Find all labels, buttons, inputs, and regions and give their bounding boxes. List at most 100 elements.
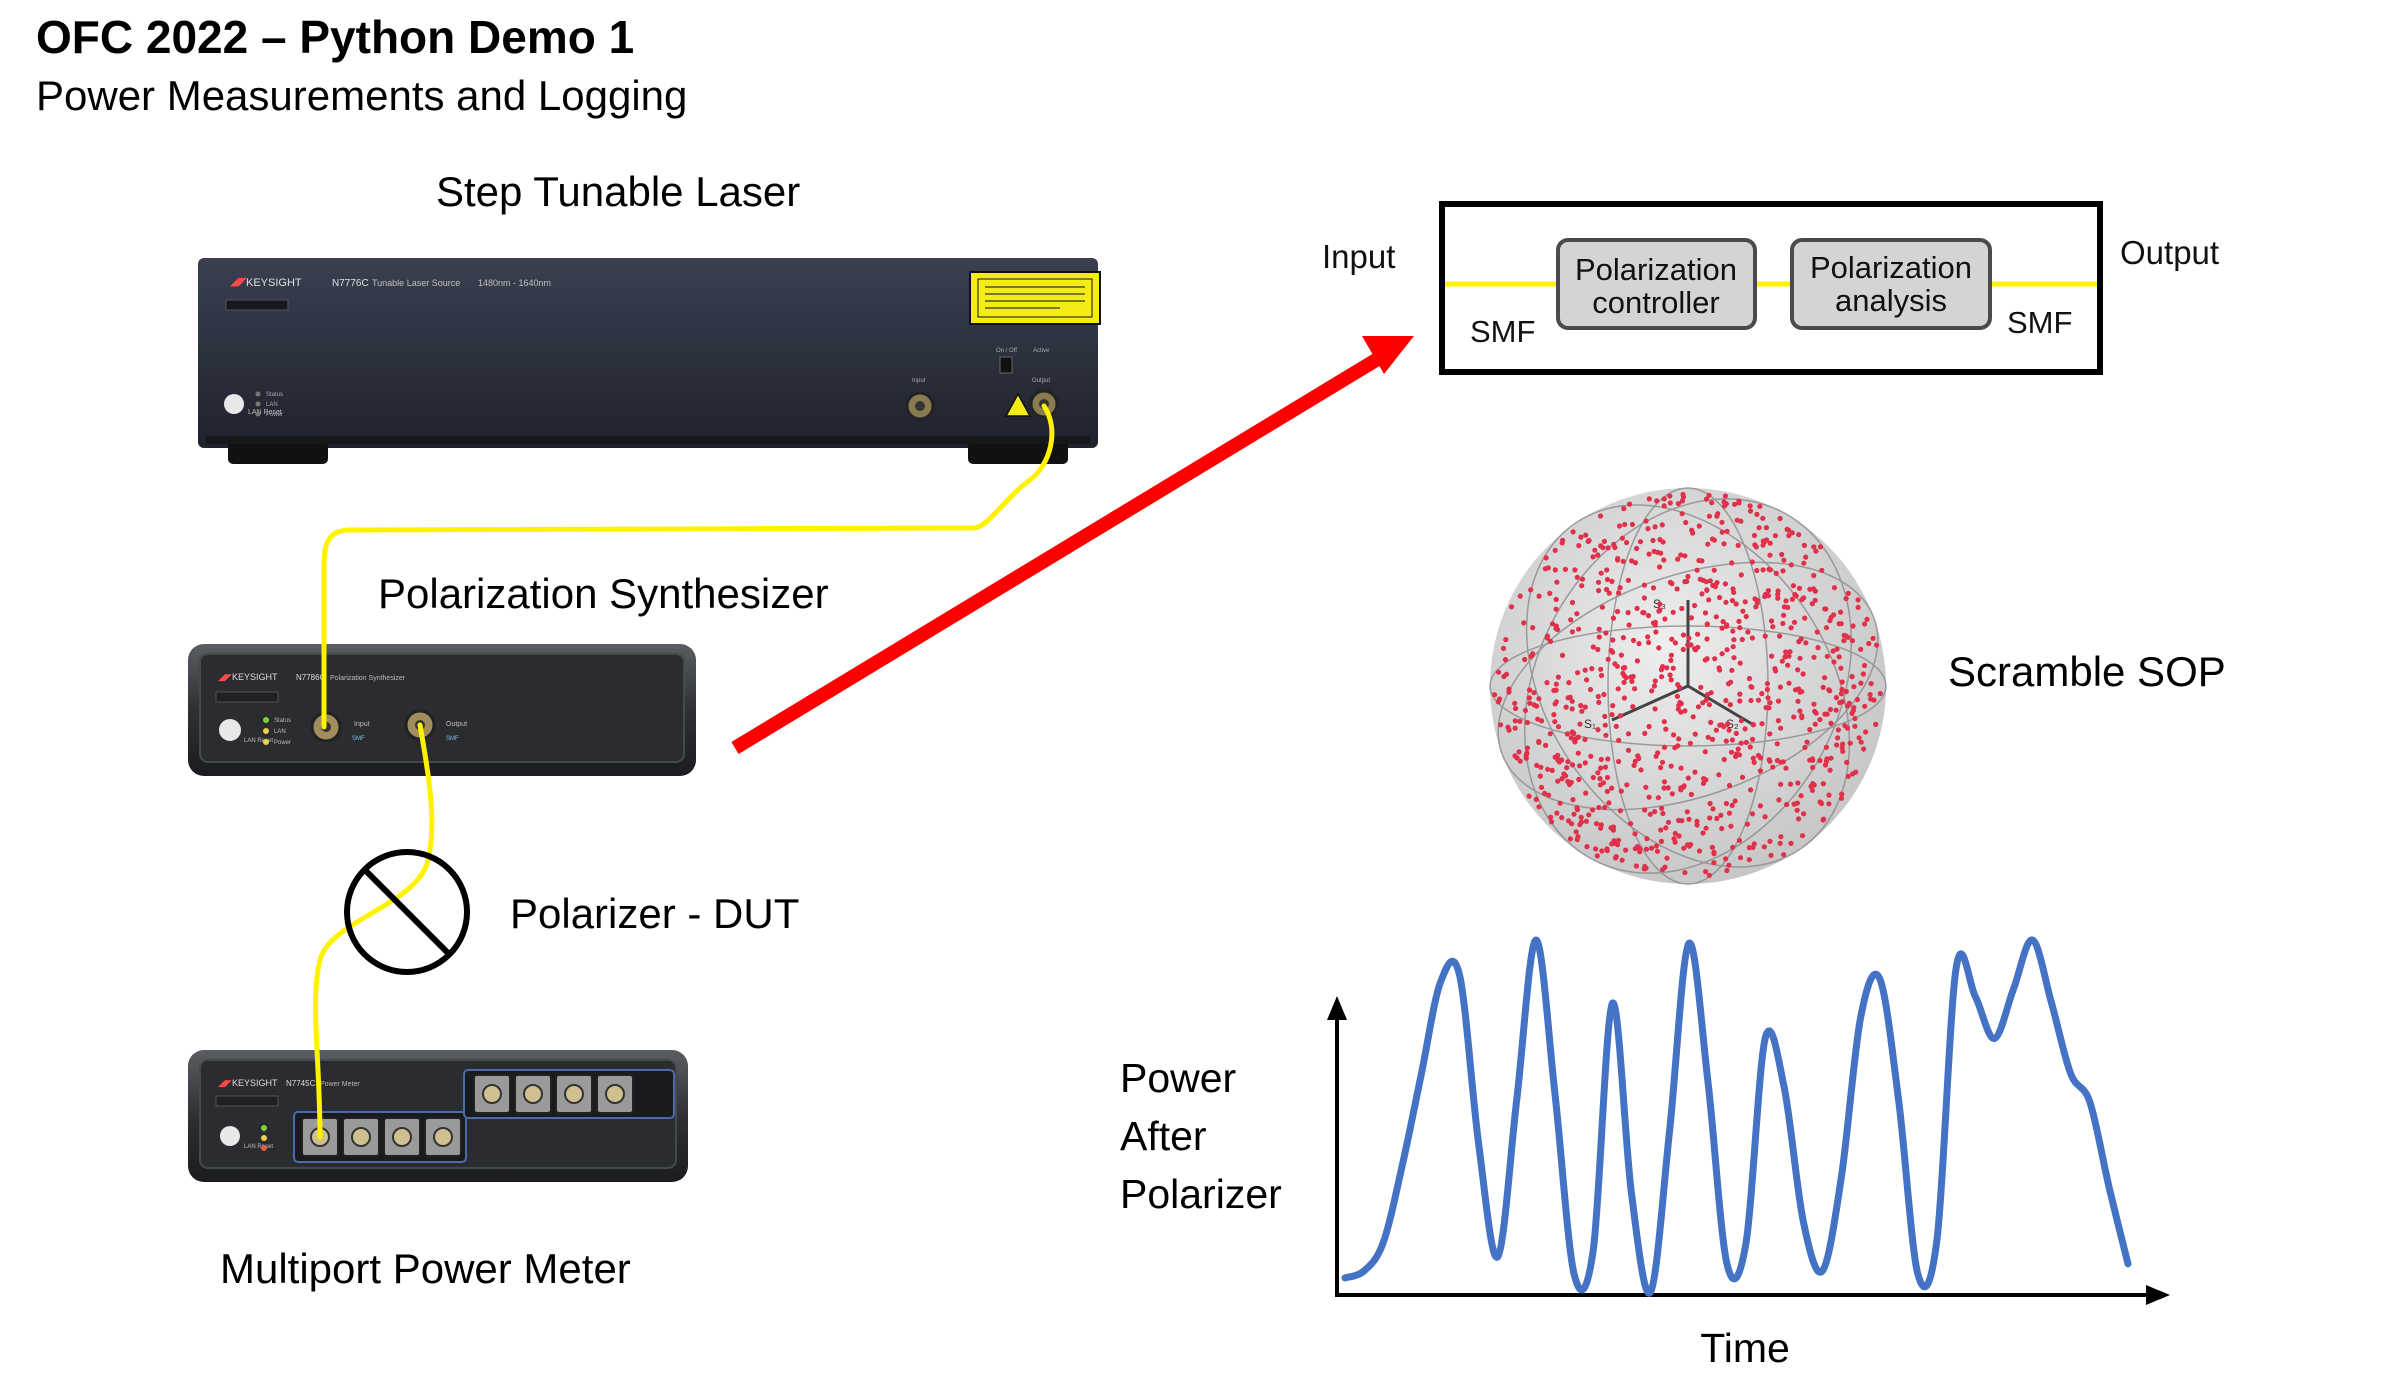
sop-dot [1547,638,1554,645]
sop-dot [1658,838,1665,845]
sop-dot [1877,691,1883,697]
sop-dot [1704,656,1710,662]
sop-dot [1789,596,1795,602]
sop-dot [1847,740,1853,746]
sop-dot [1621,679,1627,686]
sop-dot [1655,795,1661,801]
sop-dot [1620,635,1626,641]
sop-dot [1531,690,1537,696]
sop-dot [1700,700,1706,706]
sop-dot [1648,845,1655,851]
power-point-26 [1841,1175,1843,1177]
sop-dot [1664,665,1670,671]
meter-model: N7745C [286,1079,316,1088]
sop-dot [1746,675,1753,682]
sop-dot [1849,674,1855,680]
schematic-box: Polarization controller Polarization ana… [1439,201,2103,375]
sop-dot [1588,753,1594,759]
sop-dot [1703,697,1709,703]
sop-dot [1575,750,1581,756]
sop-dot [1775,698,1782,704]
sop-dot [1661,557,1667,563]
sop-dot [1671,732,1677,738]
sop-dot [1731,655,1737,661]
sop-dot [1738,718,1744,724]
sop-dot [1725,721,1731,727]
sop-dot [1609,712,1615,718]
sop-dot [1724,622,1730,628]
sop-dot [1754,511,1760,517]
laser-led-lan: LAN [266,402,278,408]
sop-dot [1703,496,1710,502]
sop-dot [1770,764,1776,770]
sop-dot [1759,721,1765,727]
sop-dot [1661,744,1668,751]
sop-dot [1625,747,1632,753]
sop-dot [1680,491,1686,498]
red-arrow [731,336,1414,754]
sop-dot [1604,846,1610,852]
fiber-cables [313,403,1055,1140]
sop-dot [1724,647,1730,653]
synth-logo: ◢◤ [218,672,232,682]
sop-dot [1602,722,1608,728]
sop-dot [1625,577,1631,583]
sop-dot [1657,607,1663,613]
sop-dot [1630,704,1636,710]
sop-dot [1559,652,1566,659]
sop-dot [1652,678,1658,684]
sop-dot [1667,672,1673,678]
sop-dot [1569,762,1576,768]
sop-dot [1657,564,1663,570]
sop-dot [1801,560,1807,566]
sop-dot [1787,781,1794,787]
sop-dot [1788,625,1794,631]
sop-dot [1858,680,1864,686]
sop-dot [1536,738,1542,745]
sop-dot [1617,713,1623,719]
sop-dot [1781,852,1787,858]
sop-dot [1610,703,1616,709]
sop-dot [1610,615,1616,621]
sop-dot [1678,765,1684,771]
power-point-11 [1554,1094,1556,1096]
power-point-10 [1535,939,1537,941]
sop-dot [1707,800,1713,807]
sop-dot [1827,767,1833,773]
sop-dot [1527,700,1533,706]
sop-dot [1517,718,1523,724]
sop-dot [1538,784,1545,790]
sop-dot [1590,807,1596,813]
sop-dot [1638,767,1644,773]
sop-dot [1767,838,1773,844]
sop-dot [1730,644,1736,650]
power-point-6 [1459,974,1461,976]
sop-dot [1552,567,1558,573]
sop-dot [1786,653,1792,659]
sop-dot [1781,557,1787,563]
sop-dot [1802,744,1808,751]
sop-dot [1729,802,1735,809]
sop-dot [1601,691,1607,698]
sop-dot [1695,704,1702,710]
sop-dot [1624,782,1630,788]
sop-dot [1553,681,1559,687]
synthesizer-label: Polarization Synthesizer [378,570,829,617]
laser-hazard-icon [1004,392,1032,417]
sop-dot [1750,755,1756,761]
sop-dot [1864,616,1870,623]
synth-led-status: Status [274,718,291,724]
sop-dot [1637,849,1643,855]
sop-dot [1845,773,1851,780]
sop-dot [1738,572,1744,578]
sop-dot [1661,503,1667,509]
sop-dot [1726,727,1732,733]
sop-dot [1753,604,1759,610]
sop-dot [1592,547,1598,553]
sop-dot [1733,751,1740,757]
sop-dot [1751,759,1757,766]
sop-dot [1714,815,1720,822]
sop-dot [1642,807,1648,813]
sop-dot [1609,841,1615,847]
sop-dot [1641,595,1647,601]
